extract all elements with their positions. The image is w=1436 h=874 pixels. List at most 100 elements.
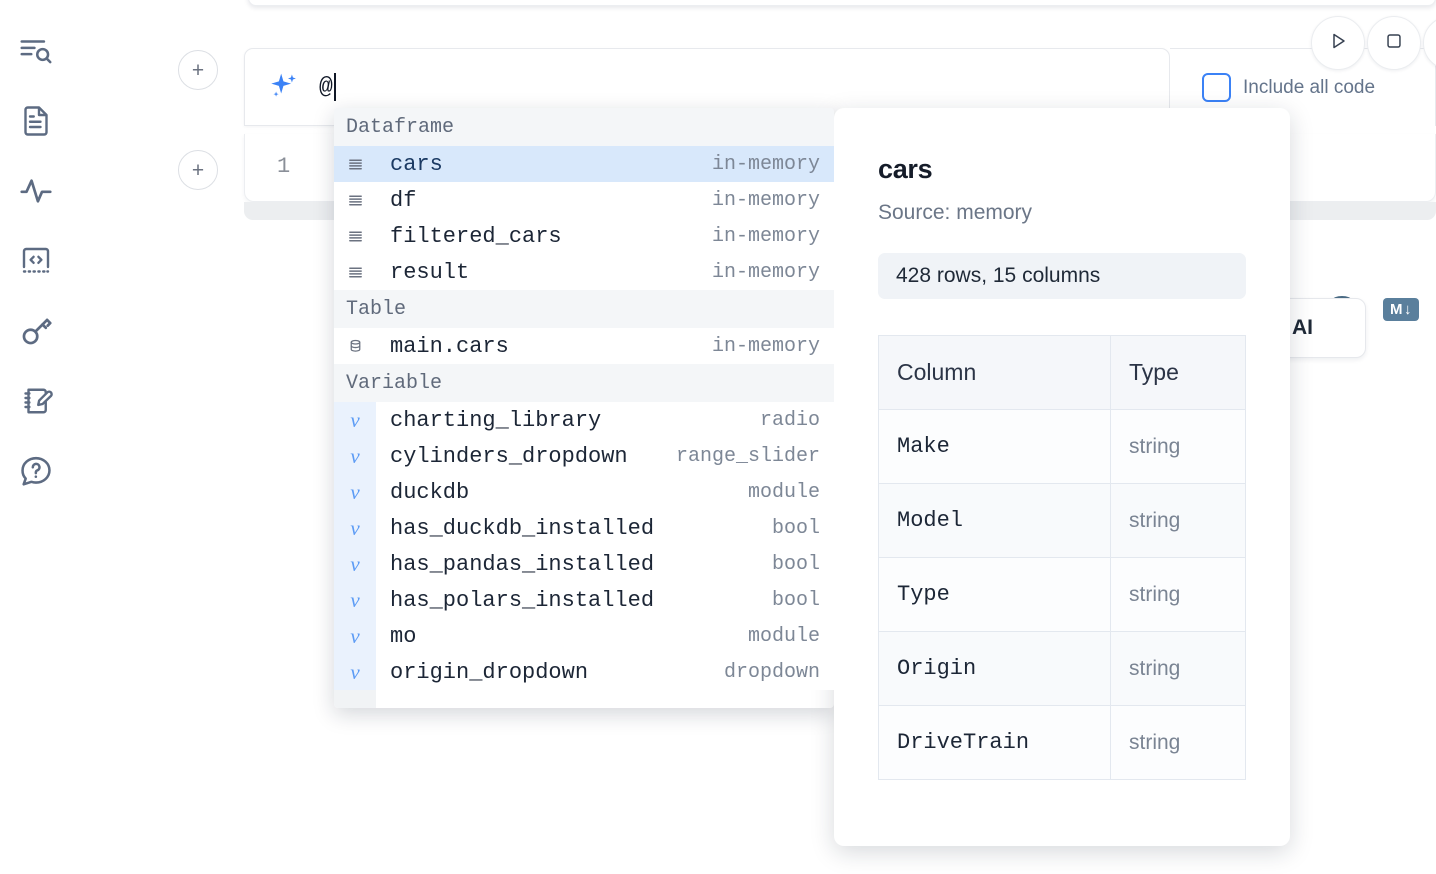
document-icon — [18, 103, 54, 139]
column-header-type: Type — [1110, 335, 1246, 410]
line-number: 1 — [277, 154, 291, 179]
autocomplete-item-name: main.cars — [390, 333, 509, 359]
dataframe-icon — [334, 156, 376, 173]
variable-icon: v — [334, 438, 376, 474]
autocomplete-item[interactable]: v origin_dropdown dropdown — [334, 654, 834, 690]
dataframe-icon — [334, 192, 376, 209]
column-type-cell: string — [1110, 705, 1246, 780]
sidebar-item-help[interactable] — [9, 436, 63, 506]
key-icon — [17, 312, 55, 350]
stop-icon — [1383, 30, 1405, 57]
table-header-row: Column Type — [878, 335, 1246, 410]
table-database-icon — [334, 338, 376, 355]
sidebar-item-snippets[interactable] — [9, 226, 63, 296]
markdown-arrow: ↓ — [1404, 300, 1412, 318]
column-name-cell: DriveTrain — [878, 705, 1111, 780]
variable-icon: v — [334, 474, 376, 510]
column-name-cell: Make — [878, 409, 1111, 484]
autocomplete-item[interactable]: main.cars in-memory — [334, 328, 834, 364]
autocomplete-item-meta: range_slider — [675, 444, 820, 468]
outline-search-icon — [17, 32, 55, 70]
sidebar-item-notebook[interactable] — [9, 86, 63, 156]
variable-icon: v — [334, 510, 376, 546]
autocomplete-group-header: Table — [334, 290, 834, 328]
sidebar-item-secrets[interactable] — [9, 296, 63, 366]
autocomplete-item[interactable]: cars in-memory — [334, 146, 834, 182]
info-panel-title: cars — [878, 154, 933, 184]
autocomplete-item-name: has_pandas_installed — [390, 551, 655, 577]
autocomplete-item-name: filtered_cars — [390, 223, 562, 249]
dataframe-icon — [334, 228, 376, 245]
text-caret — [333, 73, 336, 101]
sidebar-item-runtime[interactable] — [9, 156, 63, 226]
dataframe-icon — [334, 264, 376, 281]
autocomplete-item-meta: radio — [759, 408, 820, 432]
column-header-name: Column — [878, 335, 1111, 410]
autocomplete-item[interactable]: v has_pandas_installed bool — [334, 546, 834, 582]
notebook-edit-icon — [18, 383, 54, 419]
run-button[interactable] — [1311, 16, 1365, 70]
include-all-code-checkbox[interactable] — [1202, 73, 1231, 102]
variable-icon: v — [334, 546, 376, 582]
autocomplete-item-meta: module — [747, 480, 820, 504]
column-type-cell: string — [1110, 483, 1246, 558]
add-cell-button-top[interactable]: + — [178, 50, 218, 90]
include-all-code-label: Include all code — [1243, 76, 1376, 98]
autocomplete-item[interactable]: v cylinders_dropdown range_slider — [334, 438, 834, 474]
sidebar-item-outline[interactable] — [9, 16, 63, 86]
autocomplete-item-meta: in-memory — [711, 334, 820, 358]
sidebar-item-scratchpad[interactable] — [9, 366, 63, 436]
autocomplete-item-meta: dropdown — [723, 660, 820, 684]
column-type-cell: string — [1110, 631, 1246, 706]
autocomplete-item-name: cylinders_dropdown — [390, 443, 628, 469]
autocomplete-item-meta: in-memory — [711, 152, 820, 176]
autocomplete-item-name: duckdb — [390, 479, 470, 505]
autocomplete-item-name: result — [390, 259, 470, 285]
autocomplete-item-meta: in-memory — [711, 188, 820, 212]
autocomplete-item-meta: bool — [771, 552, 820, 576]
autocomplete-item[interactable]: v charting_library radio — [334, 402, 834, 438]
autocomplete-group-header: Dataframe — [334, 108, 834, 146]
autocomplete-item-name: has_polars_installed — [390, 587, 655, 613]
autocomplete-item-meta: bool — [771, 588, 820, 612]
autocomplete-item-name: has_duckdb_installed — [390, 515, 655, 541]
add-cell-button-bottom[interactable]: + — [178, 150, 218, 190]
ai-prompt-input[interactable]: @ — [319, 73, 336, 101]
autocomplete-group-header: Variable — [334, 364, 834, 402]
column-name-cell: Model — [878, 483, 1111, 558]
info-panel-source: Source: memory — [878, 201, 1033, 224]
autocomplete-item-meta: module — [747, 624, 820, 648]
autocomplete-item-name: charting_library — [390, 407, 602, 433]
autocomplete-item-meta: in-memory — [711, 260, 820, 284]
autocomplete-item[interactable]: result in-memory — [334, 254, 834, 290]
column-type-cell: string — [1110, 409, 1246, 484]
previous-cell-edge — [248, 0, 1436, 6]
sparkles-icon — [267, 70, 301, 104]
autocomplete-item-name: origin_dropdown — [390, 659, 589, 685]
dataframe-info-panel: cars Source: memory 428 rows, 15 columns… — [834, 108, 1290, 846]
sidebar-rail — [0, 0, 72, 874]
markdown-letter: M — [1390, 300, 1403, 318]
autocomplete-item-name: cars — [390, 151, 443, 177]
variable-icon: v — [334, 402, 376, 438]
variable-icon: v — [334, 654, 376, 690]
stop-button[interactable] — [1367, 16, 1421, 70]
autocomplete-item-name: mo — [390, 623, 417, 649]
play-icon — [1326, 29, 1350, 58]
markdown-badge[interactable]: M ↓ — [1383, 297, 1419, 321]
column-name-cell: Origin — [878, 631, 1111, 706]
